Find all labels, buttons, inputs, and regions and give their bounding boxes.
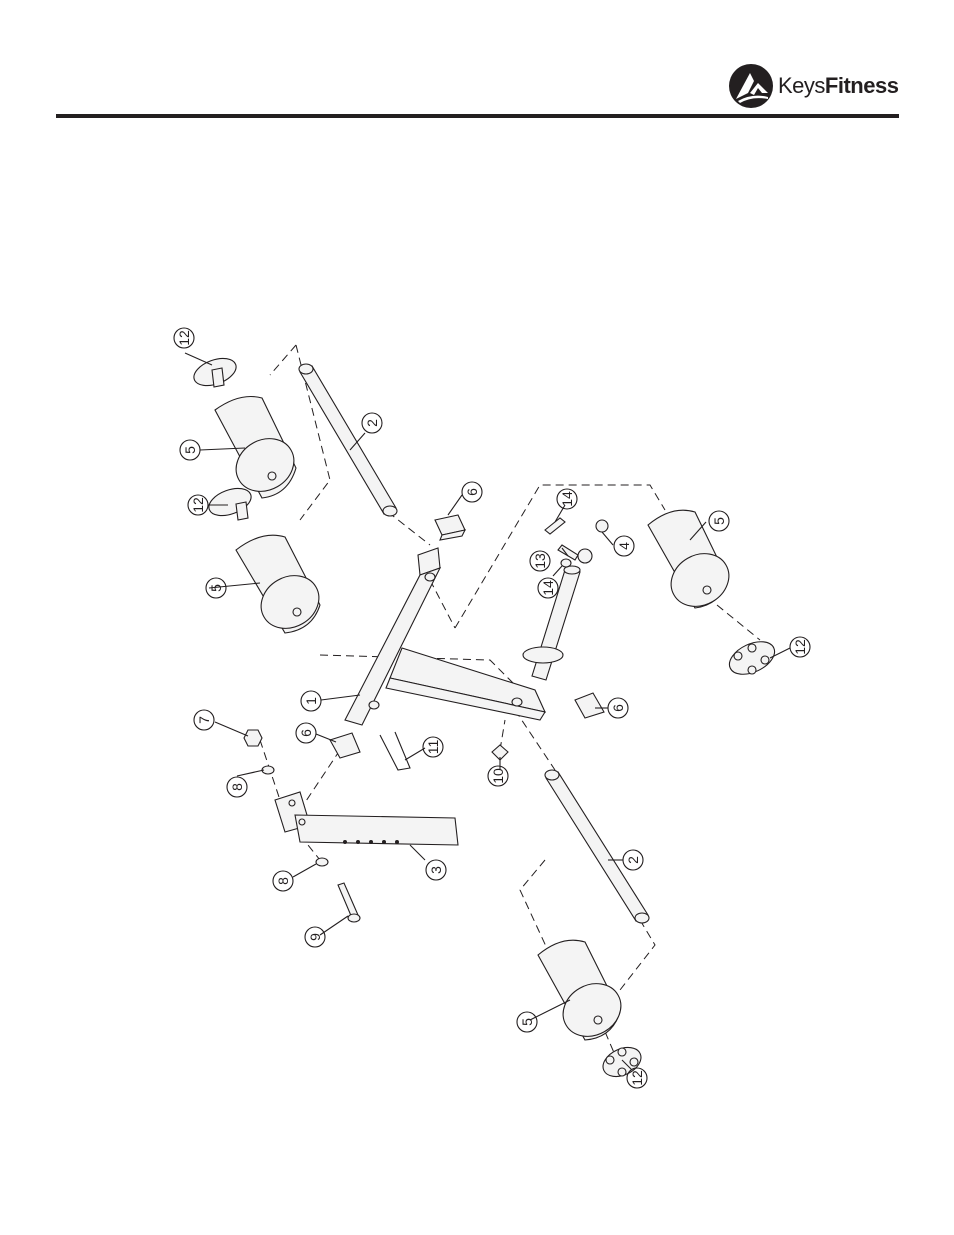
svg-text:12: 12 <box>176 330 192 346</box>
pull-pin-part-11 <box>380 732 410 770</box>
callout-14a: 14 <box>557 489 577 509</box>
callout-5c: 5 <box>206 578 226 598</box>
spin-lock-2 <box>205 483 255 521</box>
knob-part-4 <box>578 520 608 563</box>
callout-4: 4 <box>614 536 634 556</box>
spin-lock-3 <box>724 635 779 681</box>
end-cap-1 <box>435 515 465 540</box>
foam-roller-4 <box>538 940 630 1046</box>
svg-text:12: 12 <box>629 1070 645 1086</box>
svg-text:11: 11 <box>425 740 441 755</box>
washer-part-8b <box>316 858 328 866</box>
foam-roller-2 <box>236 535 328 638</box>
svg-text:1: 1 <box>303 697 319 705</box>
nut-part-7 <box>244 730 262 746</box>
axle-tube-lower <box>545 770 649 923</box>
svg-text:5: 5 <box>711 517 727 525</box>
callout-12b: 12 <box>188 495 208 515</box>
svg-text:5: 5 <box>519 1018 535 1026</box>
callout-5a: 5 <box>180 440 200 460</box>
callout-8a: 8 <box>227 777 247 797</box>
callout-6a: 6 <box>462 482 482 502</box>
callout-12d: 12 <box>627 1068 647 1088</box>
callout-7: 7 <box>194 710 214 730</box>
svg-text:10: 10 <box>490 768 506 784</box>
callout-3: 3 <box>426 860 446 880</box>
svg-text:6: 6 <box>298 729 314 737</box>
svg-text:6: 6 <box>610 704 626 712</box>
callout-9: 9 <box>305 927 325 947</box>
bolt-part-9 <box>338 883 360 922</box>
washer-part-13 <box>558 545 578 560</box>
main-frame <box>345 548 545 725</box>
svg-text:9: 9 <box>307 933 323 941</box>
svg-text:13: 13 <box>532 553 548 569</box>
callout-2b: 2 <box>623 850 643 870</box>
exploded-parts-diagram: .ln { fill: none; stroke: #231f20; strok… <box>0 120 954 1235</box>
end-cap-3 <box>330 733 360 758</box>
svg-text:14: 14 <box>559 491 575 507</box>
callout-10: 10 <box>488 766 508 786</box>
svg-text:12: 12 <box>792 639 808 655</box>
callout-12c: 12 <box>790 637 810 657</box>
callout-6c: 6 <box>296 723 316 743</box>
pin-part-14a <box>545 518 565 534</box>
svg-text:3: 3 <box>428 866 444 874</box>
callout-5d: 5 <box>517 1012 537 1032</box>
adjustable-post <box>275 792 458 845</box>
svg-text:6: 6 <box>464 488 480 496</box>
callout-1: 1 <box>301 691 321 711</box>
callout-11: 11 <box>423 737 443 757</box>
end-cap-2 <box>575 693 604 718</box>
runner-logo-icon <box>728 63 774 109</box>
brand-fitness: Fitness <box>825 73 899 98</box>
callout-14b: 14 <box>538 578 558 598</box>
keys-fitness-logo: KeysFitness <box>728 62 900 110</box>
callout-5b: 5 <box>709 511 729 531</box>
callout-6b: 6 <box>608 698 628 718</box>
svg-text:8: 8 <box>275 877 291 885</box>
brand-keys: Keys <box>778 73 825 98</box>
callout-8b: 8 <box>273 871 293 891</box>
svg-text:5: 5 <box>208 584 224 592</box>
svg-text:14: 14 <box>540 580 556 596</box>
axle-tube-upper <box>299 364 397 516</box>
svg-text:2: 2 <box>625 856 641 864</box>
svg-text:8: 8 <box>229 783 245 791</box>
svg-text:12: 12 <box>190 497 206 513</box>
callout-12a: 12 <box>174 328 194 348</box>
pin-part-14b <box>561 559 571 567</box>
svg-text:2: 2 <box>364 419 380 427</box>
page-header: KeysFitness <box>0 0 954 120</box>
svg-text:5: 5 <box>182 446 198 454</box>
header-rule <box>56 114 899 118</box>
callout-2a: 2 <box>362 413 382 433</box>
foam-roller-3 <box>648 510 738 616</box>
svg-text:7: 7 <box>196 716 212 724</box>
callout-13: 13 <box>530 551 550 571</box>
svg-text:4: 4 <box>616 542 632 550</box>
